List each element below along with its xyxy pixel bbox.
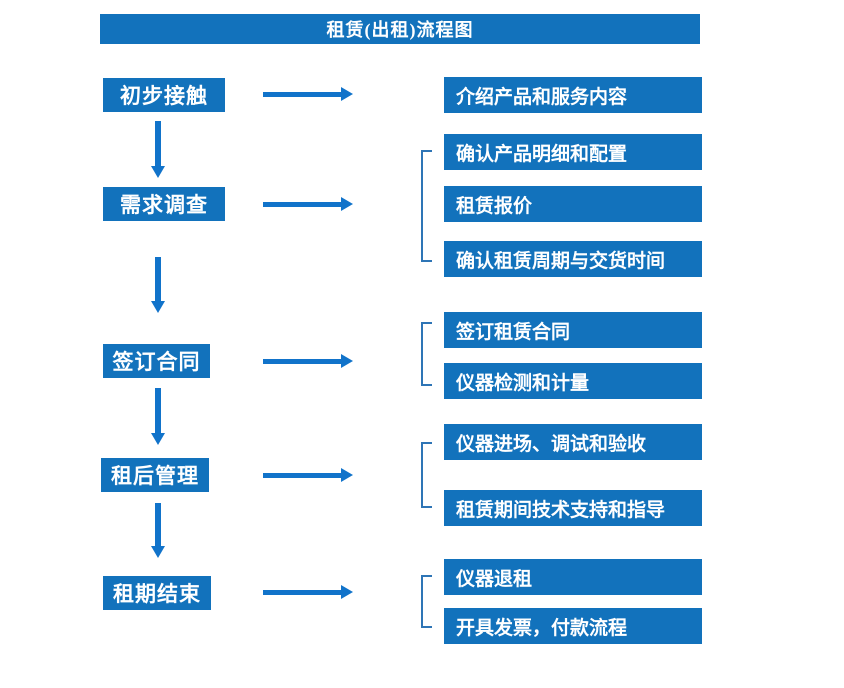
output-box-invoice-payment: 开具发票，付款流程 [444, 608, 702, 644]
arrow-head-icon [341, 354, 353, 368]
arrow-head-icon [151, 301, 165, 313]
output-box-introduce-products: 介绍产品和服务内容 [444, 77, 702, 113]
flow-arrow-right-4 [263, 468, 353, 482]
output-box-rental-quotation: 租赁报价 [444, 186, 702, 222]
output-box-instrument-setup-acceptance: 仪器进场、调试和验收 [444, 424, 702, 460]
flow-arrow-right-3 [263, 354, 353, 368]
flow-arrow-down-1 [151, 121, 165, 178]
output-box-confirm-product-details: 确认产品明细和配置 [444, 134, 702, 170]
arrow-head-icon [341, 585, 353, 599]
arrow-head-icon [341, 87, 353, 101]
stage-box-post-rental-management: 租后管理 [101, 458, 209, 492]
arrow-head-icon [341, 468, 353, 482]
flow-arrow-down-2 [151, 257, 165, 313]
output-box-sign-rental-contract: 签订租赁合同 [444, 312, 702, 348]
flow-arrow-right-5 [263, 585, 353, 599]
arrow-head-icon [151, 546, 165, 558]
flowchart-title: 租赁(出租)流程图 [100, 14, 700, 44]
arrow-shaft [155, 257, 161, 301]
arrow-head-icon [151, 166, 165, 178]
stage-box-initial-contact: 初步接触 [103, 78, 225, 112]
arrow-shaft [263, 358, 341, 364]
flowchart-title-text: 租赁(出租)流程图 [326, 20, 474, 40]
flow-arrow-down-3 [151, 388, 165, 445]
arrow-head-icon [151, 433, 165, 445]
flow-arrow-right-2 [263, 197, 353, 211]
arrow-head-icon [341, 197, 353, 211]
arrow-shaft [155, 388, 161, 433]
arrow-shaft [155, 121, 161, 166]
stage-box-rental-end: 租期结束 [103, 576, 211, 610]
arrow-shaft [263, 589, 341, 595]
arrow-shaft [263, 472, 341, 478]
group-bracket-demand-survey [421, 150, 432, 262]
arrow-shaft [263, 91, 341, 97]
flow-arrow-right-1 [263, 87, 353, 101]
group-bracket-post-rental [421, 442, 432, 508]
arrow-shaft [263, 201, 341, 207]
output-box-instrument-return: 仪器退租 [444, 559, 702, 595]
arrow-shaft [155, 503, 161, 546]
output-box-instrument-testing: 仪器检测和计量 [444, 363, 702, 399]
flow-arrow-down-4 [151, 503, 165, 558]
group-bracket-rental-end [421, 575, 432, 628]
output-box-confirm-rental-period: 确认租赁周期与交货时间 [444, 241, 702, 277]
stage-box-sign-contract: 签订合同 [103, 344, 210, 378]
group-bracket-sign-contract [421, 322, 432, 386]
stage-box-demand-survey: 需求调查 [103, 187, 225, 221]
output-box-technical-support: 租赁期间技术支持和指导 [444, 490, 702, 526]
